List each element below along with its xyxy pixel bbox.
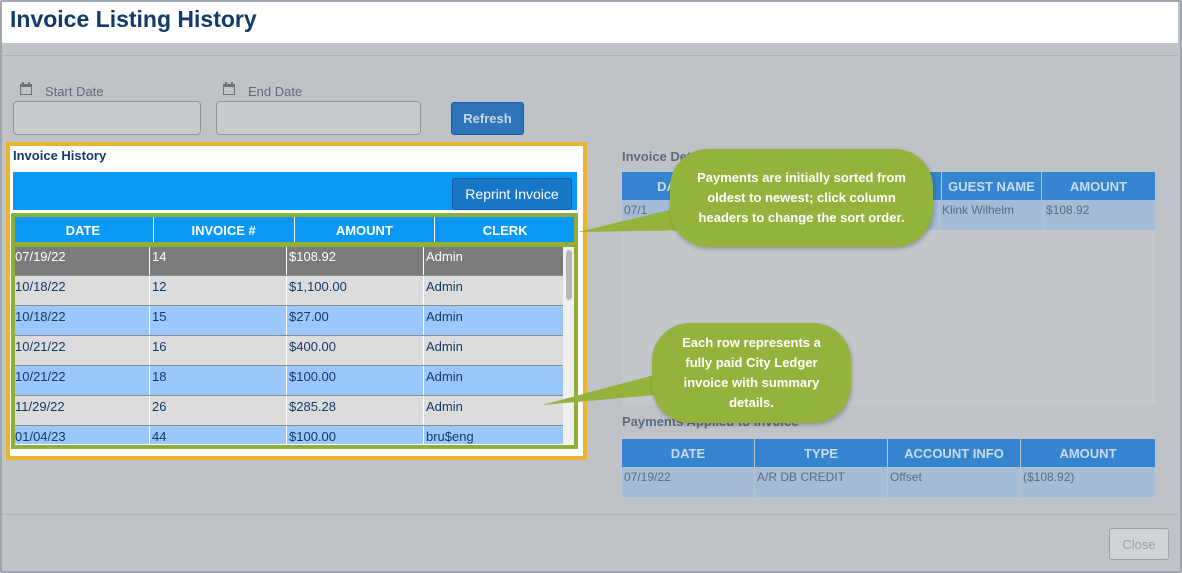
divider (2, 55, 1178, 56)
cell-clerk: Admin (426, 309, 463, 324)
payment-account: Offset (888, 467, 1021, 497)
calendar-icon (20, 82, 32, 95)
invoice-details-title: Invoice Det (622, 149, 692, 164)
start-date-input[interactable] (13, 101, 201, 135)
cell-clerk: Admin (426, 369, 463, 384)
cell-date: 01/04/23 (13, 426, 150, 444)
cell-date: 10/21/22 (13, 366, 150, 395)
table-row[interactable]: 10/18/22 12 $1,100.00 Admin (13, 276, 563, 306)
table-row[interactable]: 10/21/22 18 $100.00 Admin (13, 366, 563, 396)
cell-amount: $400.00 (287, 336, 424, 365)
table-row[interactable]: 11/29/22 26 $285.28 Admin (13, 396, 563, 426)
invoice-history-title: Invoice History (13, 148, 107, 163)
cell-amount: $100.00 (287, 366, 424, 395)
payment-amount: ($108.92) (1023, 470, 1075, 484)
invoice-history-rows: 07/19/22 14 $108.92 Admin 10/18/22 12 $1… (13, 246, 563, 444)
payment-type: A/R DB CREDIT (755, 467, 888, 497)
title-bar: Invoice Listing History (2, 2, 1178, 43)
column-header[interactable]: DATE (622, 439, 755, 467)
cell-amount: $100.00 (287, 426, 424, 444)
end-date-label: End Date (248, 84, 303, 99)
start-date-label: Start Date (45, 84, 104, 99)
cell-amount: $108.92 (287, 246, 424, 275)
cell-clerk: Admin (426, 249, 463, 264)
table-row[interactable]: 01/04/23 44 $100.00 bru$eng (13, 426, 563, 444)
column-header[interactable]: TYPE (755, 439, 888, 467)
table-row[interactable]: 10/21/22 16 $400.00 Admin (13, 336, 563, 366)
rows-callout: Each row represents a fully paid City Le… (652, 323, 851, 423)
reprint-invoice-button[interactable]: Reprint Invoice (452, 178, 572, 210)
cell-clerk: Admin (426, 279, 463, 294)
page-title: Invoice Listing History (10, 6, 257, 32)
detail-guest: Klink Wilhelm (940, 200, 1044, 230)
table-row[interactable]: 10/18/22 15 $27.00 Admin (13, 306, 563, 336)
column-header[interactable]: GUEST NAME (942, 172, 1042, 200)
column-header[interactable]: ACCOUNT INFO (888, 439, 1021, 467)
invoice-history-header: DATE INVOICE # AMOUNT CLERK (13, 216, 575, 244)
cell-amount: $1,100.00 (287, 276, 424, 305)
cell-invoice: 15 (150, 306, 287, 335)
cell-date: 11/29/22 (13, 396, 150, 425)
rows-emphasis-outline (11, 243, 578, 449)
divider (2, 514, 1178, 515)
cell-amount: $27.00 (287, 306, 424, 335)
payments-applied-header: DATE TYPE ACCOUNT INFO AMOUNT (622, 439, 1155, 467)
calendar-icon (223, 82, 235, 95)
end-date-input[interactable] (216, 101, 421, 135)
cell-date: 10/18/22 (13, 276, 150, 305)
cell-date: 07/19/22 (13, 246, 150, 275)
cell-date: 10/21/22 (13, 336, 150, 365)
cell-amount: $285.28 (287, 396, 424, 425)
cell-clerk: bru$eng (426, 429, 474, 444)
refresh-button[interactable]: Refresh (451, 102, 524, 135)
column-header[interactable]: AMOUNT (1042, 172, 1155, 200)
column-header-clerk[interactable]: CLERK (482, 222, 528, 238)
header-emphasis-outline (11, 213, 578, 246)
cell-invoice: 44 (150, 426, 287, 444)
cell-date: 10/18/22 (13, 306, 150, 335)
detail-spacer (712, 200, 940, 230)
close-button[interactable]: Close (1109, 528, 1169, 560)
column-header-date[interactable]: DATE (13, 216, 154, 244)
cell-invoice: 12 (150, 276, 287, 305)
cell-invoice: 26 (150, 396, 287, 425)
column-header-amount[interactable]: AMOUNT (295, 216, 436, 244)
sort-callout: Payments are initially sorted from oldes… (670, 149, 933, 247)
cell-invoice: 16 (150, 336, 287, 365)
cell-invoice: 18 (150, 366, 287, 395)
payment-date: 07/19/22 (622, 467, 755, 497)
cell-clerk: Admin (426, 339, 463, 354)
column-header-invoice[interactable]: INVOICE # (154, 216, 295, 244)
cell-invoice: 14 (150, 246, 287, 275)
cell-clerk: Admin (426, 399, 463, 414)
detail-amount: $108.92 (1046, 203, 1090, 217)
payment-row[interactable]: 07/19/22 A/R DB CREDIT Offset ($108.92) (622, 467, 1155, 497)
scrollbar-thumb[interactable] (566, 250, 572, 300)
column-header[interactable]: AMOUNT (1021, 439, 1155, 467)
table-row[interactable]: 07/19/22 14 $108.92 Admin (13, 246, 563, 276)
